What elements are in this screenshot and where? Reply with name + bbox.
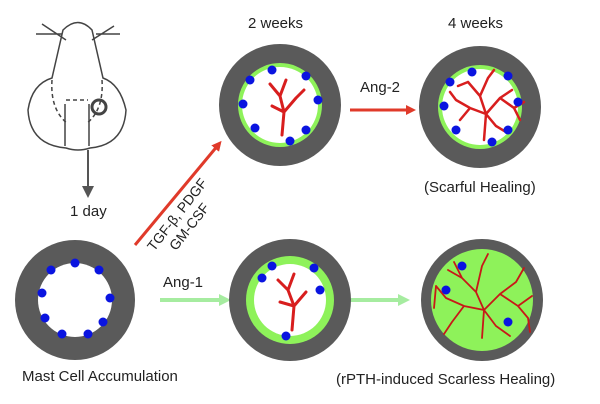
label-mast-cell-accumulation: Mast Cell Accumulation [22, 368, 178, 385]
wound-4-weeks-scarful [419, 46, 541, 168]
wound-2-weeks [219, 44, 341, 166]
mast-cells [439, 67, 523, 147]
label-ang-1: Ang-1 [163, 274, 203, 291]
label-2-weeks: 2 weeks [248, 15, 303, 32]
blood-vessel [276, 272, 308, 332]
mast-cells [257, 261, 325, 341]
mouse-head-icon [27, 21, 127, 151]
blood-vessels-web [433, 253, 533, 339]
label-4-weeks: 4 weeks [448, 15, 503, 32]
label-1-day: 1 day [70, 203, 107, 220]
wound-mast-cell-stage [15, 240, 135, 360]
red-diagonal-arrow [133, 140, 222, 246]
wound-scarless [421, 239, 543, 361]
label-ang-2: Ang-2 [360, 79, 400, 96]
mast-cells [441, 261, 513, 327]
mast-cells [37, 258, 115, 339]
blood-vessel [268, 78, 306, 137]
label-scarful-healing: (Scarful Healing) [424, 179, 536, 196]
mast-cells [238, 65, 323, 146]
label-scarless-healing: (rPTH-induced Scarless Healing) [336, 371, 555, 388]
wound-ang1-stage [229, 239, 351, 361]
